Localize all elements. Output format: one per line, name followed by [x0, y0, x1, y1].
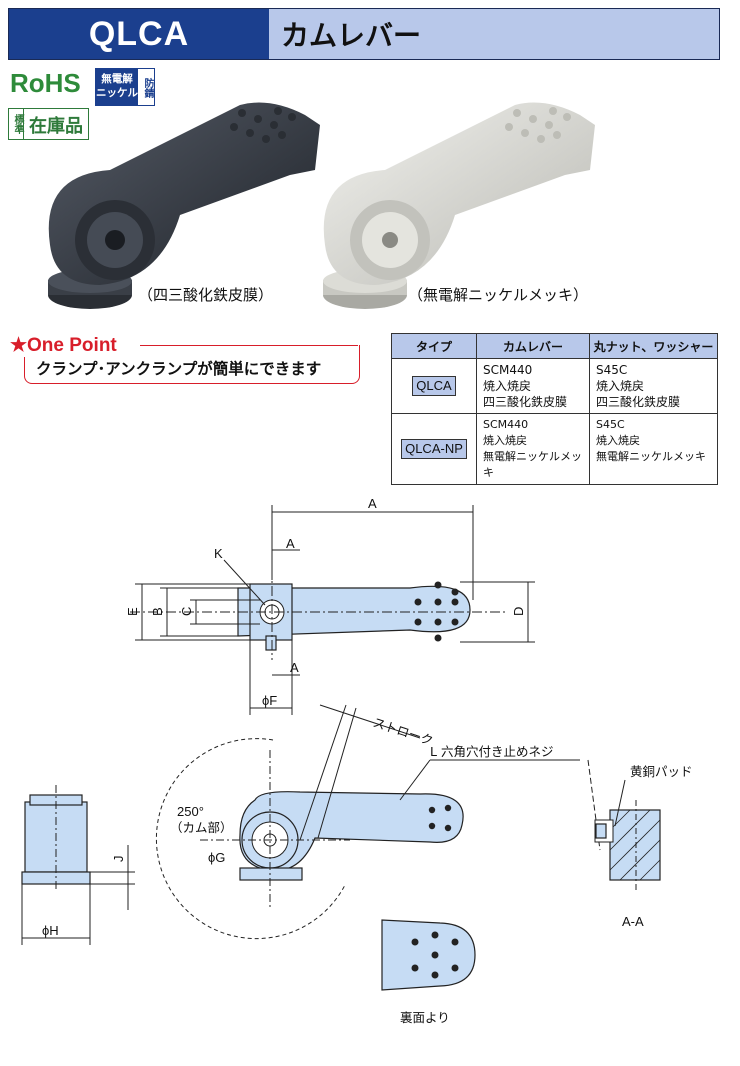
- angle-label: 250°: [177, 804, 204, 819]
- dim-D: D: [511, 607, 526, 616]
- nut-finish: 四三酸化鉄皮膜: [596, 395, 681, 409]
- dim-B: B: [150, 607, 165, 616]
- black-lever-photo: [48, 102, 320, 309]
- nickel-badge-line1: 無電解: [101, 73, 133, 85]
- type-cell: QLCA: [412, 376, 456, 396]
- angle-note: （カム部）: [170, 820, 233, 835]
- stock-badge-main: 在庫品: [29, 116, 83, 137]
- nut-treatment: 焼入焼戻: [596, 379, 645, 393]
- stock-badge-side: 標準: [9, 109, 24, 139]
- col-type: タイプ: [391, 333, 477, 359]
- lever-finish: 四三酸化鉄皮膜: [483, 395, 568, 409]
- table-row: QLCA SCM440 焼入焼戻四三酸化鉄皮膜 S45C 焼入焼戻四三酸化鉄皮膜: [391, 358, 718, 414]
- nickel-badge: 無電解ニッケル 防錆: [95, 68, 155, 106]
- cam-angle-arc: [155, 738, 346, 940]
- one-point-title: ★One Point: [10, 334, 121, 357]
- dim-E: E: [125, 607, 140, 616]
- dim-A-3: A: [290, 660, 299, 675]
- nut-treatment: 焼入焼戻: [596, 434, 640, 447]
- one-point-box: [24, 345, 360, 384]
- dim-phiH: ϕH: [42, 923, 59, 938]
- product-code: QLCA: [9, 9, 269, 59]
- title-bar: QLCA カムレバー: [8, 8, 720, 60]
- product-photos: [48, 102, 595, 309]
- top-view-lever: [237, 585, 471, 637]
- dim-C: C: [179, 607, 194, 616]
- back-view-lever: [381, 919, 476, 991]
- one-point-rule: [140, 345, 358, 346]
- section-label: A-A: [622, 914, 644, 929]
- brass-pad-label: 黄銅パッド: [630, 764, 693, 779]
- lever-material: SCM440: [483, 418, 529, 431]
- dim-A: A: [368, 496, 377, 511]
- table-row: QLCA-NP SCM440 焼入焼戻無電解ニッケルメッキ S45C 焼入焼戻無電解…: [391, 413, 718, 485]
- type-cell: QLCA-NP: [401, 439, 467, 459]
- silver-lever-photo: [323, 102, 595, 309]
- dim-K: K: [214, 546, 223, 561]
- one-point-text: クランプ･アンクランプが簡単にできます: [36, 360, 322, 378]
- dim-phiF: ϕF: [262, 693, 277, 708]
- dim-J: J: [111, 856, 126, 863]
- back-view-label: 裏面より: [400, 1010, 450, 1025]
- dim-phiG: ϕG: [208, 850, 225, 865]
- nut-material: S45C: [596, 363, 628, 377]
- technical-drawing: A A A E B C D K ϕF ϕG ϕH J ストローク L 六角穴付き…: [21, 496, 693, 1025]
- nickel-badge-side: 防錆: [142, 78, 153, 98]
- lever-finish: 無電解ニッケルメッキ: [483, 450, 582, 479]
- setscrew-label: L 六角穴付き止めネジ: [430, 744, 553, 759]
- nut-material: S45C: [596, 418, 625, 431]
- lever-treatment: 焼入焼戻: [483, 434, 527, 447]
- lever-material: SCM440: [483, 363, 533, 377]
- stock-badge: 標準 在庫品: [8, 108, 89, 140]
- table-header-row: タイプ カムレバー 丸ナット、ワッシャー: [391, 333, 718, 359]
- rohs-badge: RoHS: [10, 68, 81, 98]
- col-nut: 丸ナット、ワッシャー: [589, 333, 718, 359]
- stroke-label: ストローク: [371, 715, 435, 749]
- nickel-badge-line2: ニッケル: [96, 87, 138, 99]
- lever-treatment: 焼入焼戻: [483, 379, 532, 393]
- nut-finish: 無電解ニッケルメッキ: [596, 450, 706, 463]
- silver-caption: （無電解ニッケルメッキ）: [408, 286, 589, 304]
- dim-A-2: A: [286, 536, 295, 551]
- product-name: カムレバー: [269, 9, 719, 59]
- col-lever: カムレバー: [476, 333, 590, 359]
- black-caption: （四三酸化鉄皮膜）: [138, 286, 274, 304]
